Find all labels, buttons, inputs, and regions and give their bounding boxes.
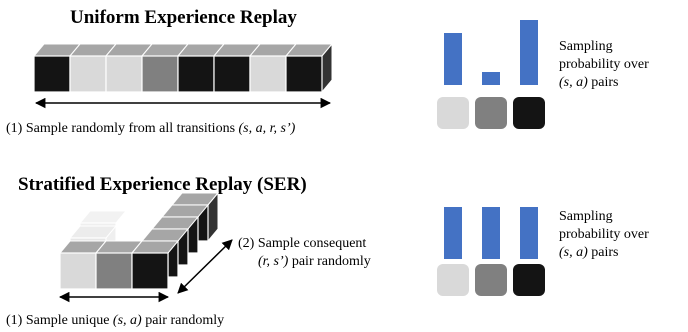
uniform-transition-cube <box>284 42 334 94</box>
ser-transition-cube <box>58 240 108 290</box>
probability-bar <box>520 20 538 85</box>
ser-transition-cube <box>94 240 144 290</box>
uniform-probability-bars <box>444 20 538 85</box>
state-action-swatch <box>513 97 545 129</box>
state-action-swatch <box>475 264 507 296</box>
uniform-transition-cube <box>68 43 118 93</box>
ser-pair-swatches <box>437 264 545 296</box>
ser-side-label-pair: (s, a) <box>559 245 588 260</box>
uniform-caption: (1) Sample randomly from all transitions… <box>6 121 296 136</box>
uniform-transition-cube <box>212 43 262 93</box>
ser-side-label-suffix: pairs <box>588 245 619 260</box>
ser-side-label-line2: probability over <box>559 227 649 242</box>
probability-bar <box>444 207 462 259</box>
probability-bar <box>482 72 500 85</box>
uniform-caption-tuple: (s, a, r, s’) <box>239 121 296 136</box>
uniform-transition-cube <box>248 43 298 93</box>
state-action-swatch <box>475 97 507 129</box>
probability-bar <box>482 207 500 259</box>
uniform-side-label: Sampling probability over (s, a) pairs <box>559 39 652 90</box>
ser-step2-line1: (2) Sample consequent <box>238 236 366 251</box>
ser-step2-tuple: (r, s’) <box>258 254 289 269</box>
uniform-side-label-line1: Sampling <box>559 39 613 54</box>
uniform-transition-cube <box>104 43 154 93</box>
ser-probability-bars <box>444 207 538 259</box>
ser-step2-suffix: pair randomly <box>288 254 370 269</box>
ser-caption-text: (1) Sample unique <box>6 313 113 328</box>
ser-side-label-line1: Sampling <box>559 209 613 224</box>
state-action-swatch <box>437 97 469 129</box>
uniform-transition-cube <box>32 43 82 93</box>
probability-bar <box>444 33 462 85</box>
ser-caption-pair: (s, a) <box>113 313 142 328</box>
uniform-transition-cube <box>140 43 190 93</box>
uniform-title: Uniform Experience Replay <box>70 7 297 28</box>
stratified-title: Stratified Experience Replay (SER) <box>18 174 307 195</box>
uniform-side-label-pair: (s, a) <box>559 75 588 90</box>
state-action-swatch <box>437 264 469 296</box>
uniform-side-label-line2: probability over <box>559 57 649 72</box>
uniform-caption-text: (1) Sample randomly from all transitions <box>6 121 239 136</box>
uniform-pair-swatches <box>437 97 545 129</box>
ser-caption-suffix: pair randomly <box>142 313 224 328</box>
ser-side-label: Sampling probability over (s, a) pairs <box>559 209 652 260</box>
uniform-replay-buffer <box>32 42 334 94</box>
probability-bar <box>520 207 538 259</box>
ser-diagonal-range-arrow <box>177 239 233 294</box>
uniform-side-label-suffix: pairs <box>588 75 619 90</box>
ser-caption: (1) Sample unique (s, a) pair randomly <box>6 313 224 328</box>
ser-replay-buffer <box>58 191 220 290</box>
state-action-swatch <box>513 264 545 296</box>
ser-step2-label: (2) Sample consequent (r, s’) pair rando… <box>238 236 371 269</box>
